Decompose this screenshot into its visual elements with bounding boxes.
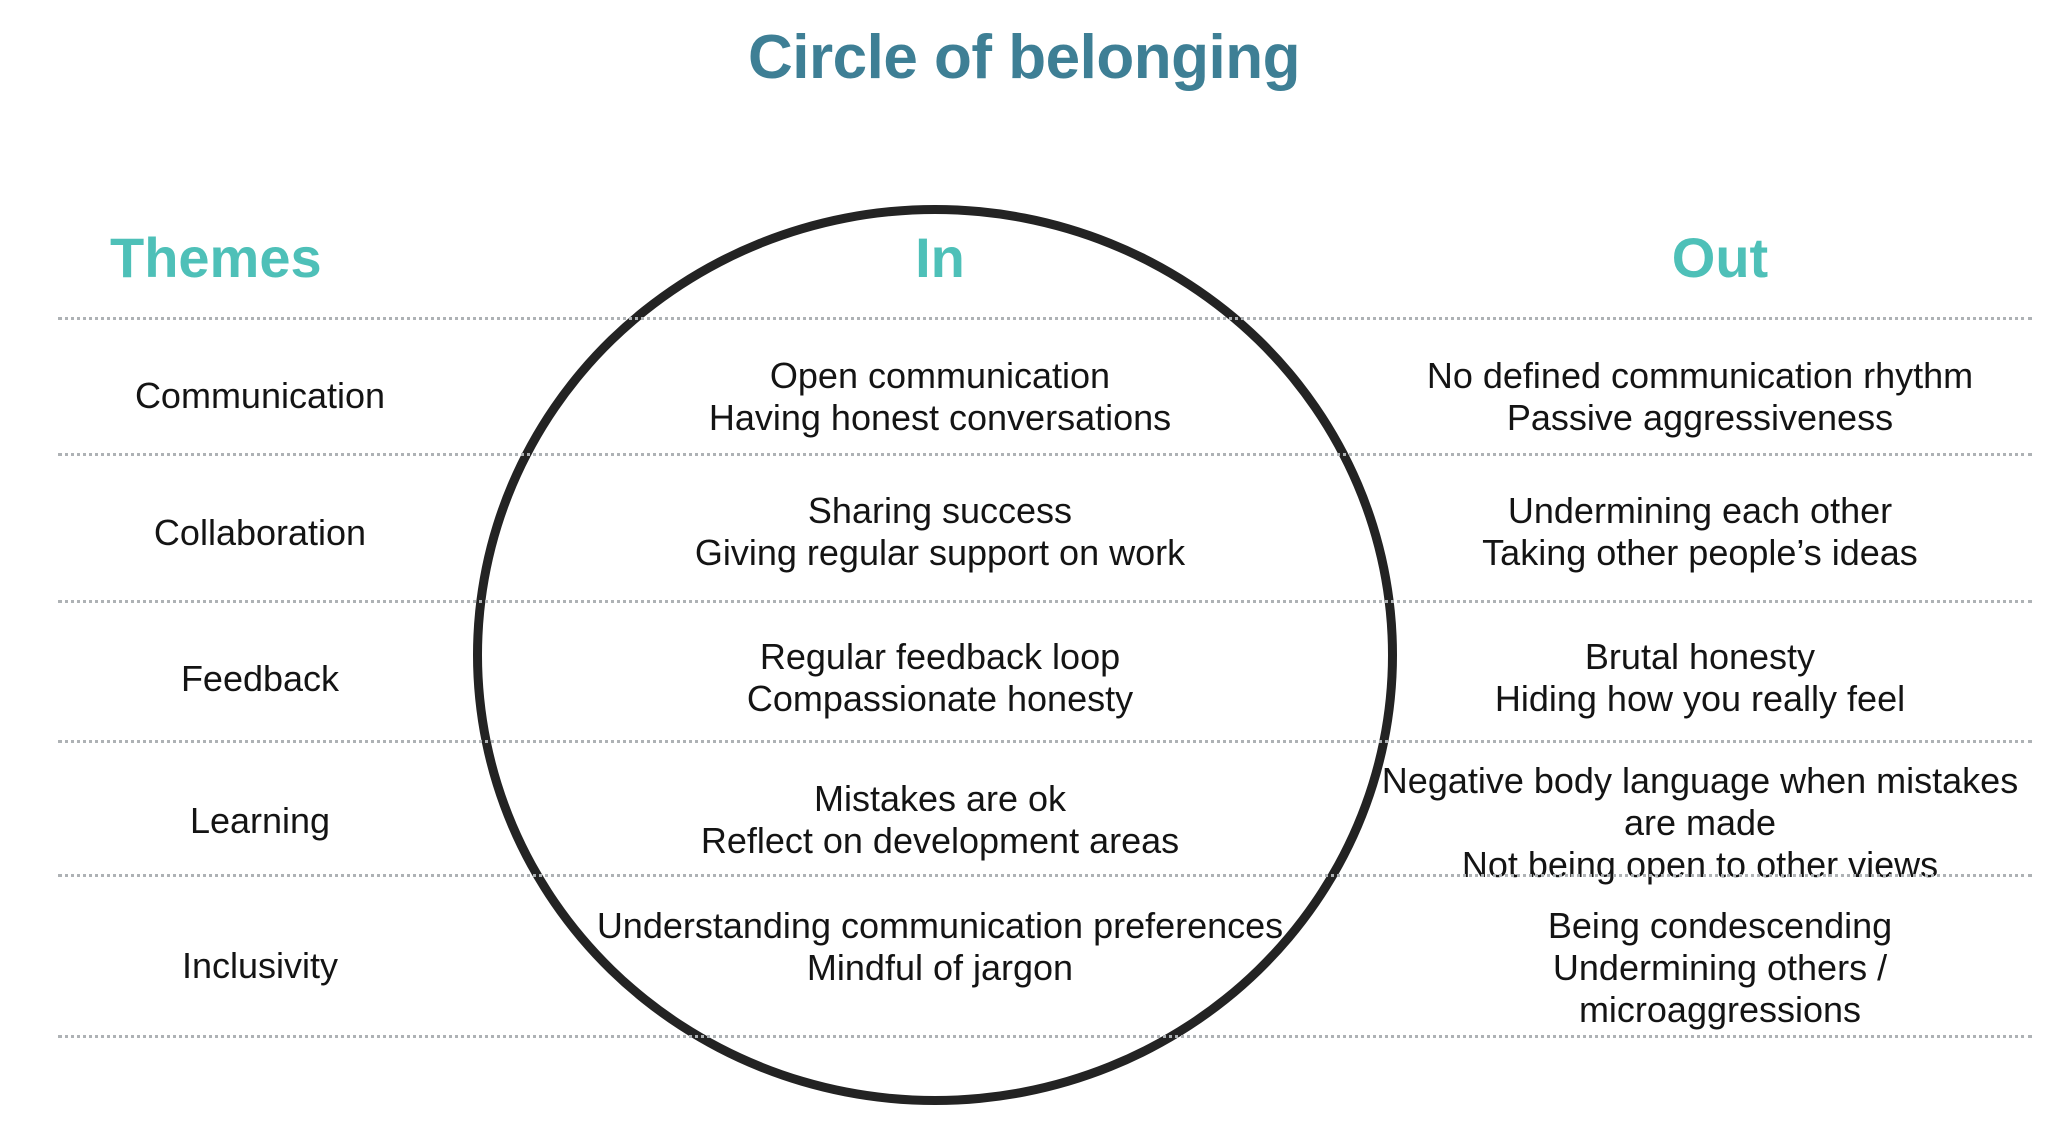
row-out-items: Undermining each other Taking other peop… xyxy=(1355,490,2045,574)
row-out-items: No defined communication rhythm Passive … xyxy=(1355,355,2045,439)
column-header-themes: Themes xyxy=(110,226,322,289)
row-theme-label: Inclusivity xyxy=(181,945,339,986)
list-item: Mistakes are ok xyxy=(813,778,1067,819)
list-item: Taking other people’s ideas xyxy=(1482,531,1918,573)
column-header-in: In xyxy=(915,226,965,289)
row-in-items: Regular feedback loop Compassionate hone… xyxy=(545,636,1335,720)
row-out-items: Negative body language when mistakes are… xyxy=(1380,760,2020,885)
list-item: Negative body language when mistakes are… xyxy=(1381,760,2019,843)
divider-row-5 xyxy=(58,1035,2032,1038)
divider-row-1 xyxy=(58,453,2032,456)
row-out-items: Brutal honesty Hiding how you really fee… xyxy=(1355,636,2045,720)
page-title: Circle of belonging xyxy=(748,23,1300,92)
divider-row-2 xyxy=(58,600,2032,603)
row-in-items: Open communication Having honest convers… xyxy=(545,355,1335,439)
divider-header xyxy=(58,317,2032,320)
list-item: Being condescending xyxy=(1547,905,1893,946)
list-item: Giving regular support on work xyxy=(694,531,1186,573)
list-item: Understanding communication preferences xyxy=(596,905,1284,946)
row-theme-label: Learning xyxy=(189,800,331,841)
list-item: Undermining others / microaggressions xyxy=(1552,946,1888,1030)
list-item: Mindful of jargon xyxy=(806,946,1074,988)
column-header-out: Out xyxy=(1671,226,1769,289)
list-item: Reflect on development areas xyxy=(700,819,1180,861)
list-item: Compassionate honesty xyxy=(746,677,1134,719)
list-item: Regular feedback loop xyxy=(759,636,1121,677)
list-item: Brutal honesty xyxy=(1584,636,1816,677)
row-in-items: Mistakes are ok Reflect on development a… xyxy=(545,778,1335,862)
divider-row-3 xyxy=(58,740,2032,743)
list-item: Open communication xyxy=(769,355,1111,396)
row-theme-label: Communication xyxy=(134,375,386,416)
list-item: Sharing success xyxy=(807,490,1073,531)
row-in-items: Understanding communication preferences … xyxy=(575,905,1305,989)
row-out-items: Being condescending Undermining others /… xyxy=(1420,905,2020,1030)
list-item: Passive aggressiveness xyxy=(1506,396,1894,438)
list-item: Hiding how you really feel xyxy=(1494,677,1906,719)
list-item: Having honest conversations xyxy=(708,396,1172,438)
row-theme-label: Feedback xyxy=(180,658,340,699)
divider-row-4 xyxy=(58,874,2032,877)
list-item: No defined communication rhythm xyxy=(1426,355,1974,396)
row-theme-label: Collaboration xyxy=(153,512,367,553)
list-item: Undermining each other xyxy=(1507,490,1893,531)
column-headers: Themes In Out xyxy=(0,230,2048,310)
row-in-items: Sharing success Giving regular support o… xyxy=(545,490,1335,574)
list-item: Not being open to other views xyxy=(1461,843,1939,885)
